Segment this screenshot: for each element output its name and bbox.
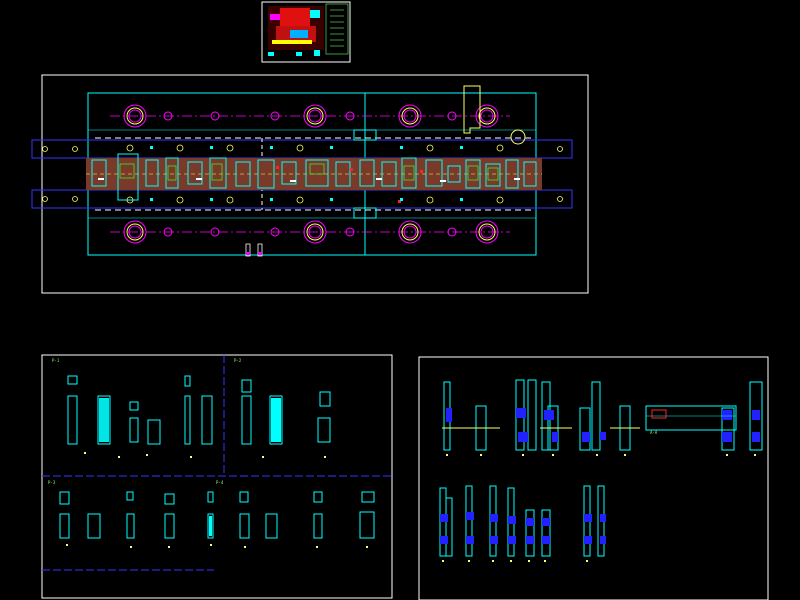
guide-post-holes-bottom [123, 220, 499, 244]
bottom-right-sheet[interactable]: A-A [418, 356, 769, 600]
section-fills-row1 [446, 408, 760, 442]
punch-details-row1 [67, 375, 331, 445]
upper-stripper-bar [31, 139, 573, 159]
thumbnail-sheet[interactable] [261, 1, 351, 63]
punch-details-row2 [59, 491, 375, 539]
view-mark-p2: P-2 [234, 358, 242, 363]
punch-sections-row2 [439, 485, 605, 557]
section-mark: A-A [650, 430, 658, 435]
strip-section-view [645, 405, 737, 431]
view-mark-p1: P-1 [52, 358, 60, 363]
pilot-hook [463, 85, 481, 134]
strip-stations [91, 153, 537, 201]
view-mark-p3: P-3 [48, 480, 56, 485]
guide-post-holes-top [123, 104, 499, 128]
bottom-right-frame [418, 356, 769, 600]
lower-stripper-bar [31, 189, 573, 209]
bottom-left-sheet[interactable]: P-1 P-2 P-3 P-4 [41, 354, 393, 599]
top-sheet-frame [41, 74, 589, 294]
view-mark-p4: P-4 [216, 480, 224, 485]
top-sheet[interactable] [31, 74, 589, 294]
